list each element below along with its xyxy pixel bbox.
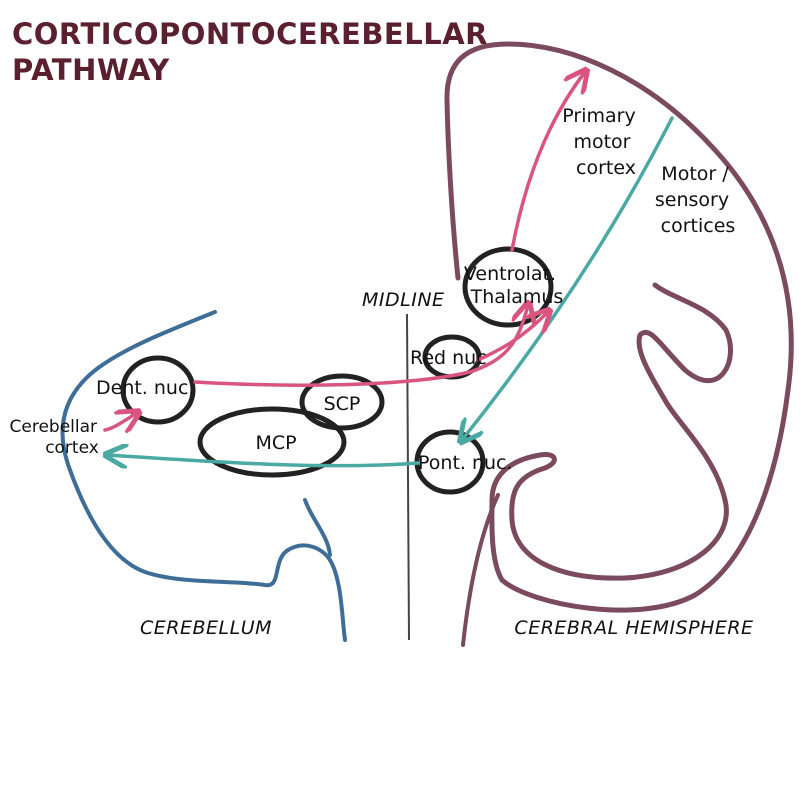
midline-label: MIDLINE [362,289,445,311]
mcp-ellipse [197,406,347,478]
cerebral-hemisphere-region-label: CEREBRAL HEMISPHERE [514,617,753,639]
midline-line [406,313,410,641]
cerebellar-cortex-label: Cerebellar cortex [10,417,103,458]
cerebellum-outline [60,310,347,642]
scp-ellipse [299,373,385,431]
hemisphere-stem [461,493,500,647]
ventrolateral-thalamus-label: Ventrolat. Thalamus [464,263,563,308]
cerebellar-cortex-to-dentate-arrow [103,413,137,430]
scp-label: SCP [324,393,361,415]
diagram-title: CORTICOPONTOCEREBELLAR PATHWAY [12,16,488,88]
dentate-nucleus-label: Dent. nuc. [96,377,194,399]
ventrolateral-thalamus-nucleus [462,246,554,328]
motor-sensory-cortices-label: Motor / sensory cortices [655,163,735,237]
pontine-nucleus-label: Pont. nuc. [418,452,513,474]
title-line-2: PATHWAY [12,53,170,87]
thalamocortical-arrow [510,72,585,252]
dentate-nucleus [120,355,196,425]
title-line-1: CORTICOPONTOCEREBELLAR [12,17,488,51]
cerebellum-region-label: CEREBELLUM [140,617,272,639]
red-nucleus-label: Red nuc [410,347,487,369]
cerebellum-inner-fold [303,498,332,557]
cerebral-hemisphere-outline [444,41,794,613]
primary-motor-cortex-label: Primary motor cortex [562,105,641,179]
corticopontine-arrow [462,116,674,440]
pontocerebellar-arrow [108,455,420,466]
mcp-label: MCP [255,432,296,454]
red-nucleus-loop-arrow [476,312,548,362]
